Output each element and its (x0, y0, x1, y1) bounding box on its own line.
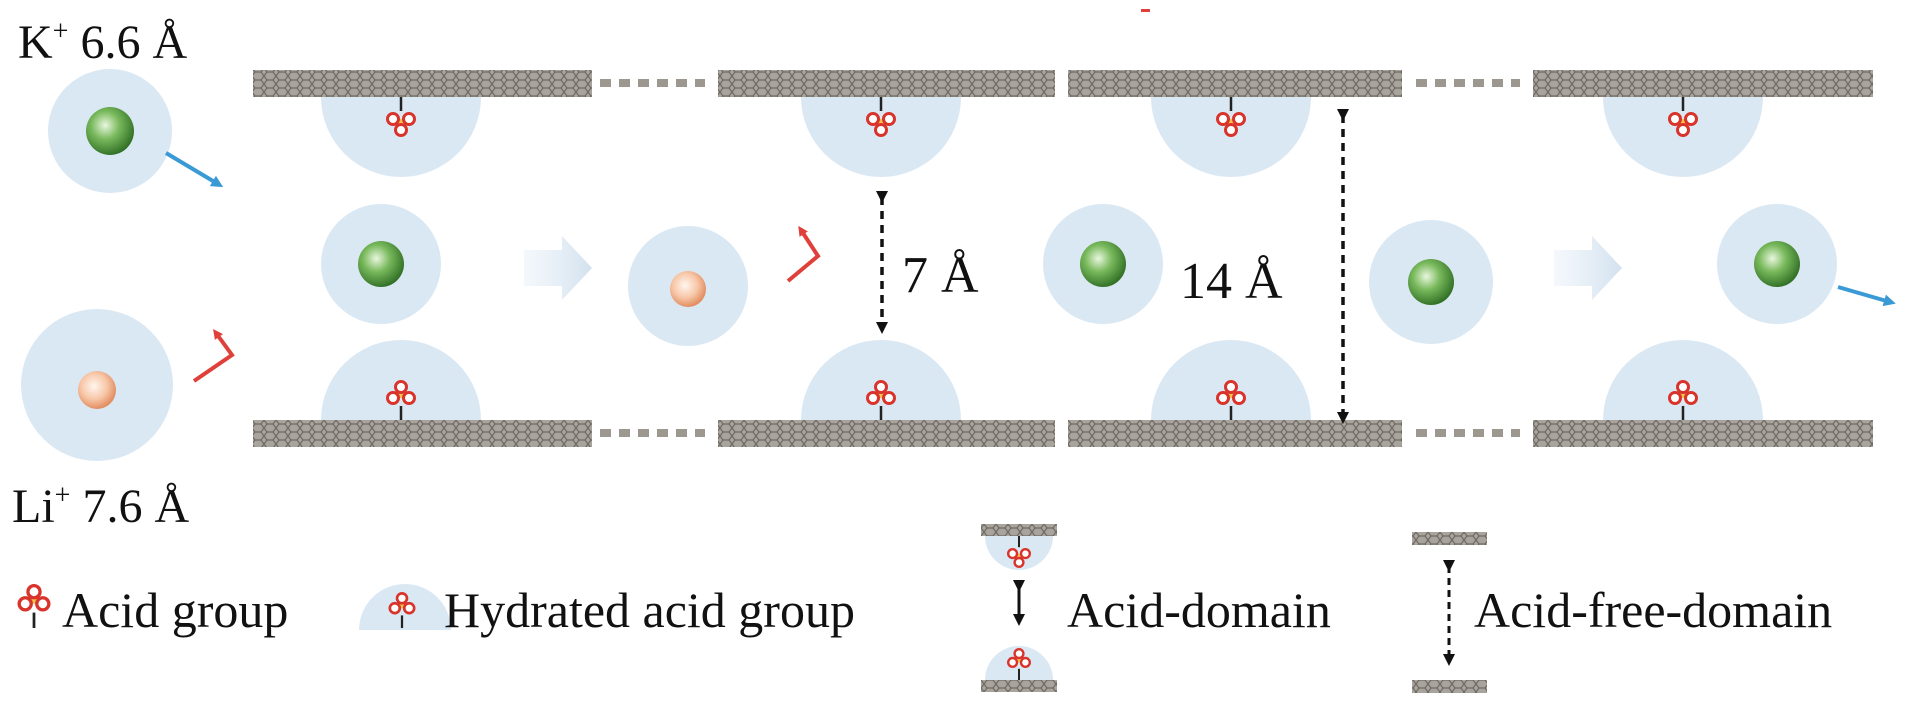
li-channel-rejected-arrow (786, 225, 821, 283)
acid-group-bottom-2 (866, 380, 896, 420)
acid-groups (386, 97, 1698, 420)
flow-arrow-2 (1554, 236, 1622, 300)
legend-hydrated-acid-label: Hydrated acid group (444, 582, 855, 638)
legend-acid-domain-icon (981, 524, 1057, 692)
legend-hydrated-acid-glyph (388, 591, 416, 628)
legend-acid-free-label: Acid-free-domain (1474, 582, 1832, 638)
acid-group-bottom-4 (1668, 380, 1698, 420)
legend-acid-glyph (17, 584, 51, 628)
acid-free-spacing-label: 14 Å (1180, 253, 1283, 310)
membrane-top-3 (1068, 70, 1402, 97)
k-exit-arrow (1837, 285, 1896, 307)
channel-ions (321, 204, 1837, 346)
free-k-ion (48, 69, 224, 193)
acid-group-top-1 (386, 97, 416, 137)
legend-acid-free-icon (1412, 532, 1487, 693)
acid-domain-spacing-label: 7 Å (902, 247, 979, 304)
membrane-bottom-1 (253, 420, 592, 447)
stray-mark (1141, 9, 1150, 12)
acid-group-top-2 (866, 97, 896, 137)
legend-hydrated-acid-icon (359, 584, 451, 630)
membrane-layers (253, 70, 1873, 447)
membrane-top-2 (718, 70, 1055, 97)
k-entry-arrow (164, 151, 224, 188)
k-ion-label: K+ 6.6 Å (18, 16, 187, 69)
acid-group-top-4 (1668, 97, 1698, 137)
membrane-bottom-3 (1068, 420, 1402, 447)
acid-group-top-3 (1216, 97, 1246, 137)
flow-arrow-1 (524, 236, 592, 300)
legend-acid-domain-label: Acid-domain (1067, 582, 1331, 638)
membrane-top-1 (253, 70, 592, 97)
membrane-bottom-4 (1533, 420, 1873, 447)
acid-group-bottom-3 (1216, 380, 1246, 420)
li-rejected-arrow (192, 328, 235, 383)
legend: Acid group Hydrated acid group Acid-doma… (17, 524, 1832, 693)
legend-domain-acid-top (1006, 536, 1032, 569)
free-li-ion (21, 309, 235, 461)
legend-domain-acid-bottom (1006, 647, 1032, 680)
legend-acid-group-label: Acid group (62, 582, 288, 638)
membrane-bottom-2 (718, 420, 1055, 447)
li-ion-label: Li+ 7.6 Å (12, 480, 189, 533)
membrane-top-4 (1533, 70, 1873, 97)
acid-group-bottom-1 (386, 380, 416, 420)
legend-acid-group-icon (17, 584, 51, 628)
